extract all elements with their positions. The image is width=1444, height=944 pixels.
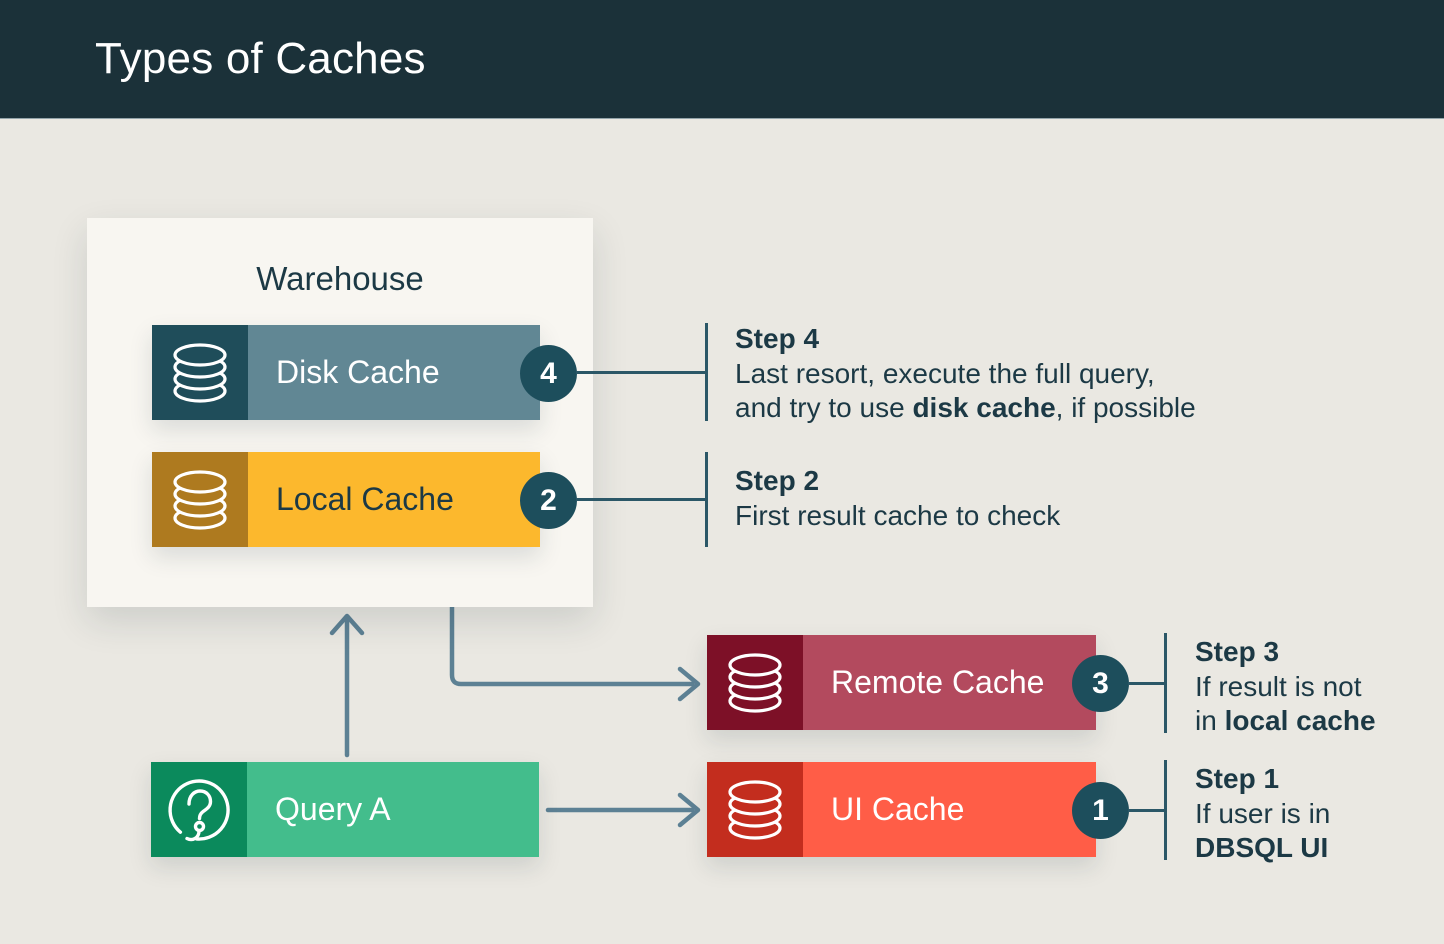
badge-step-3: 3 — [1072, 655, 1129, 712]
connector-step1-vertical — [1164, 760, 1167, 860]
badge-step-4: 4 — [520, 345, 577, 402]
arrow-query-to-warehouse — [329, 613, 365, 758]
node-ui-cache: UI Cache — [707, 762, 1096, 857]
step-heading: Step 3 — [1195, 636, 1280, 667]
node-label: UI Cache — [803, 762, 1096, 857]
step-heading: Step 2 — [735, 465, 820, 496]
header-bar: Types of Caches — [0, 0, 1444, 119]
warehouse-label: Warehouse — [256, 260, 424, 297]
connector-step2-vertical — [705, 452, 708, 547]
node-disk-cache: Disk Cache — [152, 325, 540, 420]
step-4-annotation: Step 4 Last resort, execute the full que… — [735, 322, 1196, 425]
node-remote-cache: Remote Cache — [707, 635, 1096, 730]
database-icon — [707, 635, 803, 730]
connector-step4-vertical — [705, 323, 708, 421]
step-body: Last resort, execute the full query,and … — [735, 358, 1196, 423]
connector-step2-horizontal — [576, 498, 706, 501]
step-body: First result cache to check — [735, 500, 1061, 531]
question-mark-icon — [151, 762, 247, 857]
step-heading: Step 1 — [1195, 763, 1280, 794]
step-heading: Step 4 — [735, 323, 820, 354]
database-icon — [707, 762, 803, 857]
badge-step-2: 2 — [520, 472, 577, 529]
step-2-annotation: Step 2 First result cache to check — [735, 464, 1060, 533]
node-local-cache: Local Cache — [152, 452, 540, 547]
page-title: Types of Caches — [95, 34, 426, 83]
node-label: Disk Cache — [248, 325, 540, 420]
connector-step1-horizontal — [1128, 809, 1166, 812]
connector-step3-horizontal — [1128, 682, 1166, 685]
connector-step3-vertical — [1164, 633, 1167, 733]
node-label: Query A — [247, 762, 539, 857]
badge-step-1: 1 — [1072, 782, 1129, 839]
database-icon — [152, 452, 248, 547]
arrow-query-to-ui — [545, 792, 701, 828]
node-query-a: Query A — [151, 762, 539, 857]
connector-step4-horizontal — [576, 371, 706, 374]
node-label: Remote Cache — [803, 635, 1096, 730]
database-icon — [152, 325, 248, 420]
node-label: Local Cache — [248, 452, 540, 547]
